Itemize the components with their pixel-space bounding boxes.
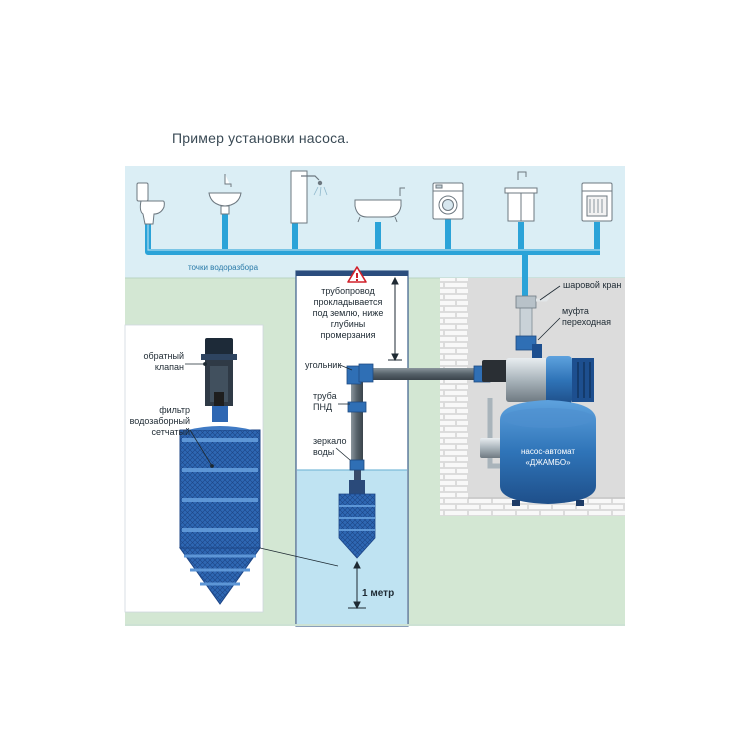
pump: [482, 344, 594, 404]
dishwasher-icon: [581, 182, 613, 222]
elbow-label: угольник: [305, 360, 342, 370]
water-mirror-label: зеркало воды: [313, 436, 347, 457]
kitchen-sink-icon: [504, 171, 538, 222]
ball-valve: [515, 295, 537, 309]
pnd-pipe-label: труба ПНД: [313, 391, 337, 412]
pipeline-note: трубопровод прокладывается под землю, ни…: [312, 286, 384, 340]
small-filter: [338, 480, 376, 559]
shower-icon: [290, 170, 328, 224]
pnd-pipe: [351, 378, 363, 466]
pump-name-label: насос-автомат «ДЖАМБО»: [520, 447, 576, 467]
ball-valve-label: шаровой кран: [563, 280, 622, 290]
bathtub-icon: [354, 187, 405, 223]
page-title: Пример установки насоса.: [172, 130, 350, 146]
washing-machine-icon: [432, 182, 464, 220]
coupling: [515, 335, 537, 351]
filter-label: фильтр водозаборный сетчатый: [129, 405, 190, 437]
water-points-label: точки водоразбора: [187, 263, 259, 272]
underground-pipe: [352, 368, 488, 380]
depth-label: 1 метр: [362, 588, 395, 599]
depth-marker: [348, 276, 402, 610]
check-valve: [201, 338, 237, 422]
washbasin-icon: [208, 174, 242, 215]
elbow: [346, 365, 362, 385]
warning-icon: [347, 266, 367, 283]
toilet-icon: [136, 182, 165, 225]
detail-leader-line: [259, 547, 339, 567]
check-valve-label: обратный клапан: [143, 351, 184, 372]
pressure-tank: [500, 400, 596, 506]
coupling-label: муфта переходная: [562, 306, 611, 327]
